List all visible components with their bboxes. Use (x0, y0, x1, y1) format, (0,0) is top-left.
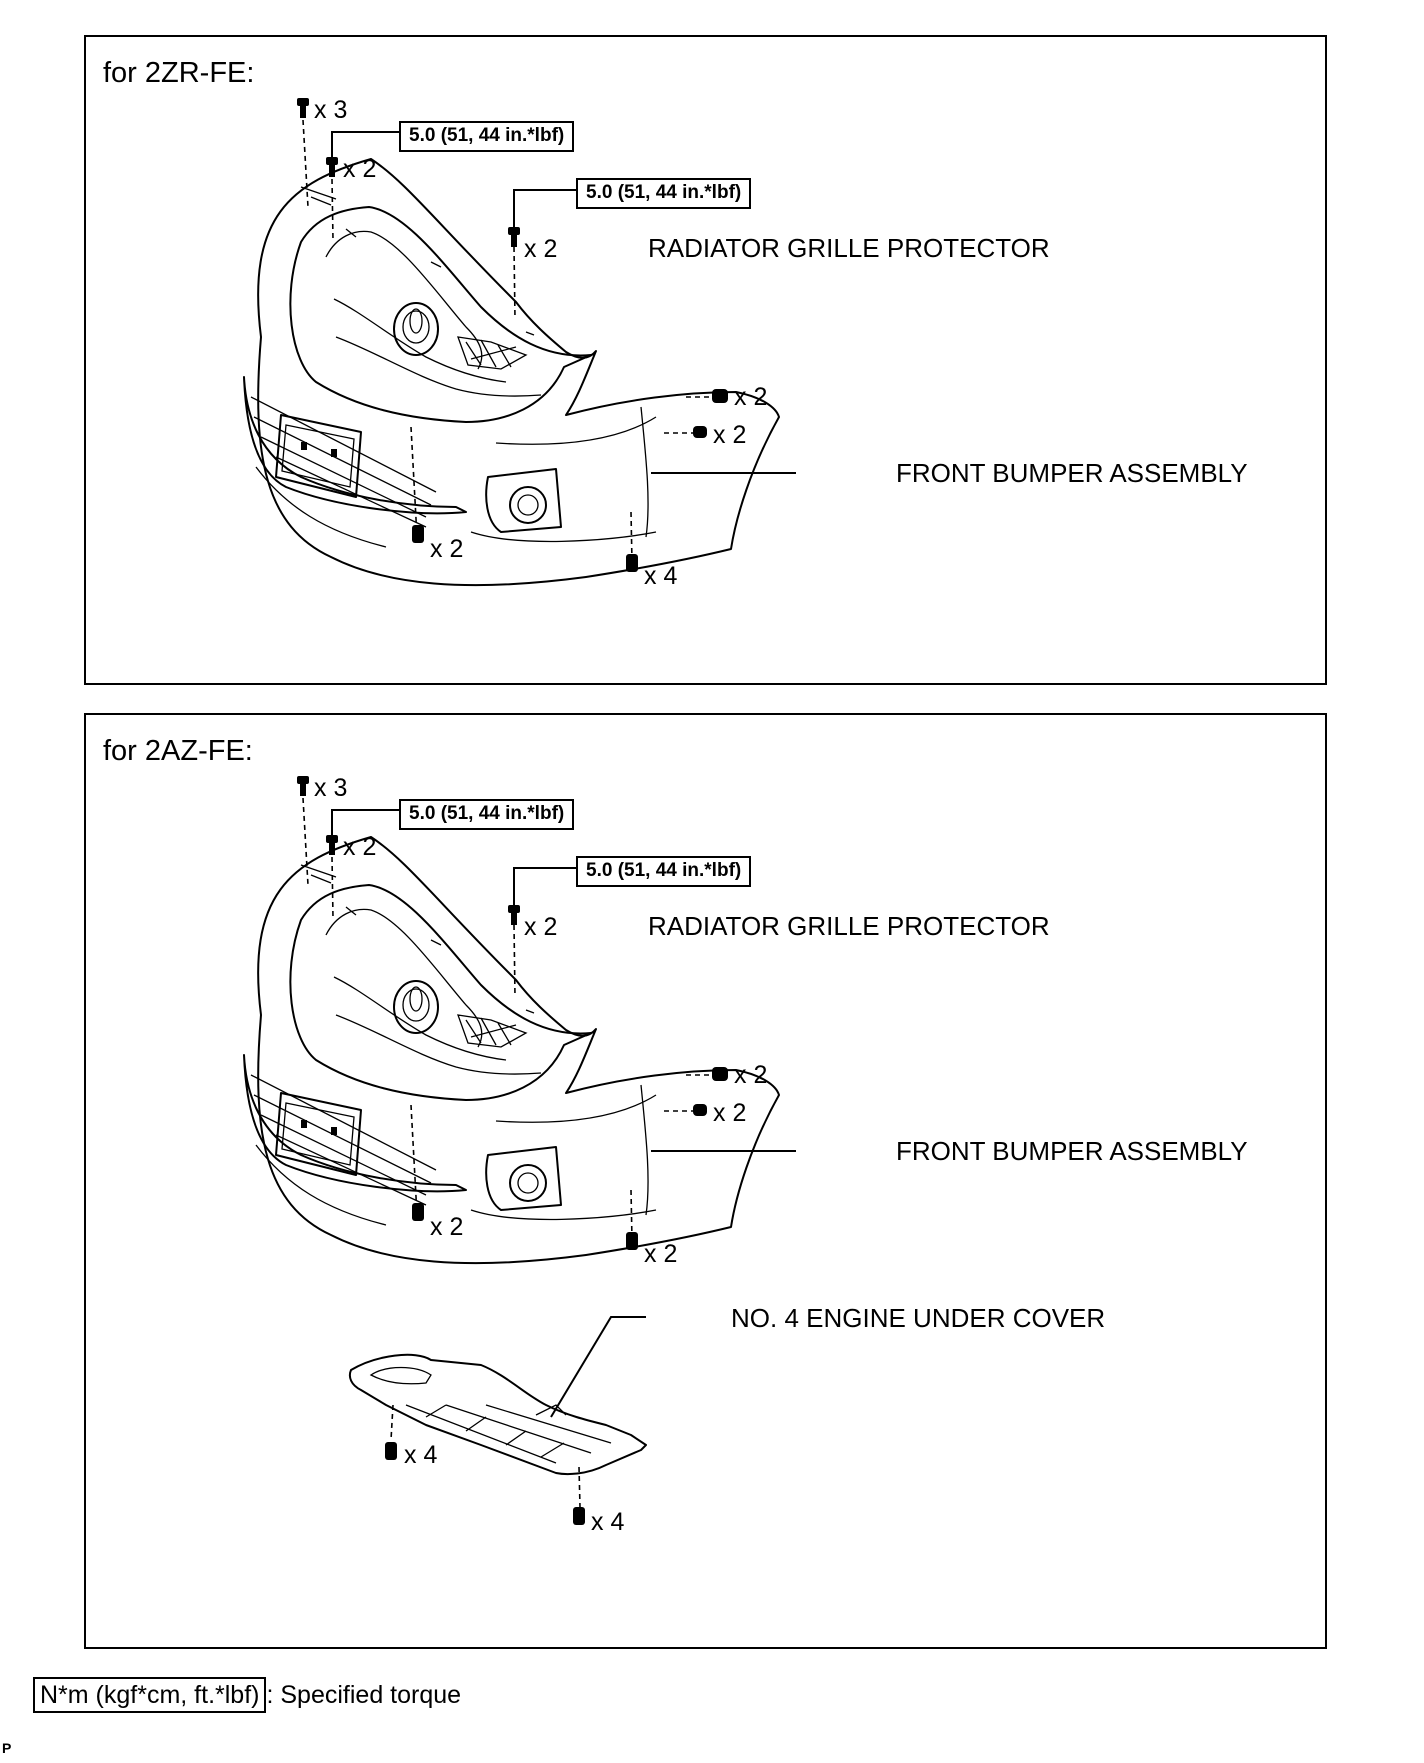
quantity-label: x 4 (404, 1441, 438, 1469)
panel-title: for 2ZR-FE: (103, 57, 255, 89)
torque-spec-box: 5.0 (51, 44 in.*lbf) (399, 121, 575, 152)
radiator-grille-protector-label: RADIATOR GRILLE PROTECTOR (648, 911, 1050, 941)
bolt-fastener-icon (326, 835, 338, 855)
torque-spec-box: 5.0 (51, 44 in.*lbf) (576, 178, 752, 209)
front-bumper-assembly-label: FRONT BUMPER ASSEMBLY (896, 1136, 1248, 1166)
bumper-outline (257, 158, 780, 587)
screw-fastener-icon (573, 1507, 585, 1525)
screw-fastener-icon (626, 1232, 638, 1250)
bumper-outline (257, 836, 780, 1265)
quantity-label: x 2 (343, 833, 377, 861)
fog-lamp-recess (485, 1146, 562, 1211)
upper-grille-outline (289, 884, 592, 1101)
clip-fastener-icon (412, 525, 424, 543)
screw-fastener-icon (626, 554, 638, 572)
quantity-label: x 2 (713, 1099, 747, 1127)
quantity-label: x 2 (430, 535, 464, 563)
quantity-label: x 2 (713, 421, 747, 449)
page-code: P (2, 1740, 12, 1756)
quantity-label: x 2 (734, 383, 768, 411)
legend-text: : Specified torque (266, 1681, 462, 1709)
quantity-label: x 4 (644, 562, 678, 590)
torque-unit-box: N*m (kgf*cm, ft.*lbf) (33, 1677, 267, 1713)
torque-legend: N*m (kgf*cm, ft.*lbf): Specified torque (33, 1677, 462, 1713)
clip-fastener-icon (693, 426, 707, 438)
quantity-label: x 2 (343, 155, 377, 183)
engine-under-cover-label: NO. 4 ENGINE UNDER COVER (731, 1303, 1106, 1333)
clip-fastener-icon (412, 1203, 424, 1221)
bumper-and-under-cover-illustration (243, 776, 796, 1525)
quantity-label: x 2 (644, 1240, 678, 1268)
license-plate (275, 1092, 362, 1176)
clip-fastener-icon (693, 1104, 707, 1116)
quantity-label: x 2 (430, 1213, 464, 1241)
quantity-label: x 2 (524, 235, 558, 263)
license-plate (275, 414, 362, 498)
torque-spec-box: 5.0 (51, 44 in.*lbf) (399, 799, 575, 830)
screw-fastener-icon (385, 1442, 397, 1460)
diagram-panel-2zr-fe: for 2ZR-FE: (84, 35, 1327, 685)
torque-spec-box: 5.0 (51, 44 in.*lbf) (576, 856, 752, 887)
front-bumper-assembly-label: FRONT BUMPER ASSEMBLY (896, 458, 1248, 488)
bumper-illustration (243, 98, 796, 587)
quantity-label: x 2 (734, 1061, 768, 1089)
radiator-grille-protector-label: RADIATOR GRILLE PROTECTOR (648, 233, 1050, 263)
quantity-label: x 4 (591, 1508, 625, 1536)
panel-title: for 2AZ-FE: (103, 735, 253, 767)
bolt-fastener-icon (508, 905, 520, 925)
fog-lamp-recess (485, 468, 562, 533)
bolt-fastener-icon (326, 157, 338, 177)
quantity-label: x 2 (524, 913, 558, 941)
upper-grille-outline (289, 206, 592, 423)
clip-fastener-icon (712, 389, 728, 403)
diagram-panel-2az-fe: for 2AZ-FE: (84, 713, 1327, 1649)
clip-fastener-icon (297, 776, 309, 796)
engine-under-cover-outline (348, 1353, 647, 1475)
clip-fastener-icon (712, 1067, 728, 1081)
clip-fastener-icon (297, 98, 309, 118)
bolt-fastener-icon (508, 227, 520, 247)
quantity-label: x 3 (314, 96, 348, 124)
quantity-label: x 3 (314, 774, 348, 802)
